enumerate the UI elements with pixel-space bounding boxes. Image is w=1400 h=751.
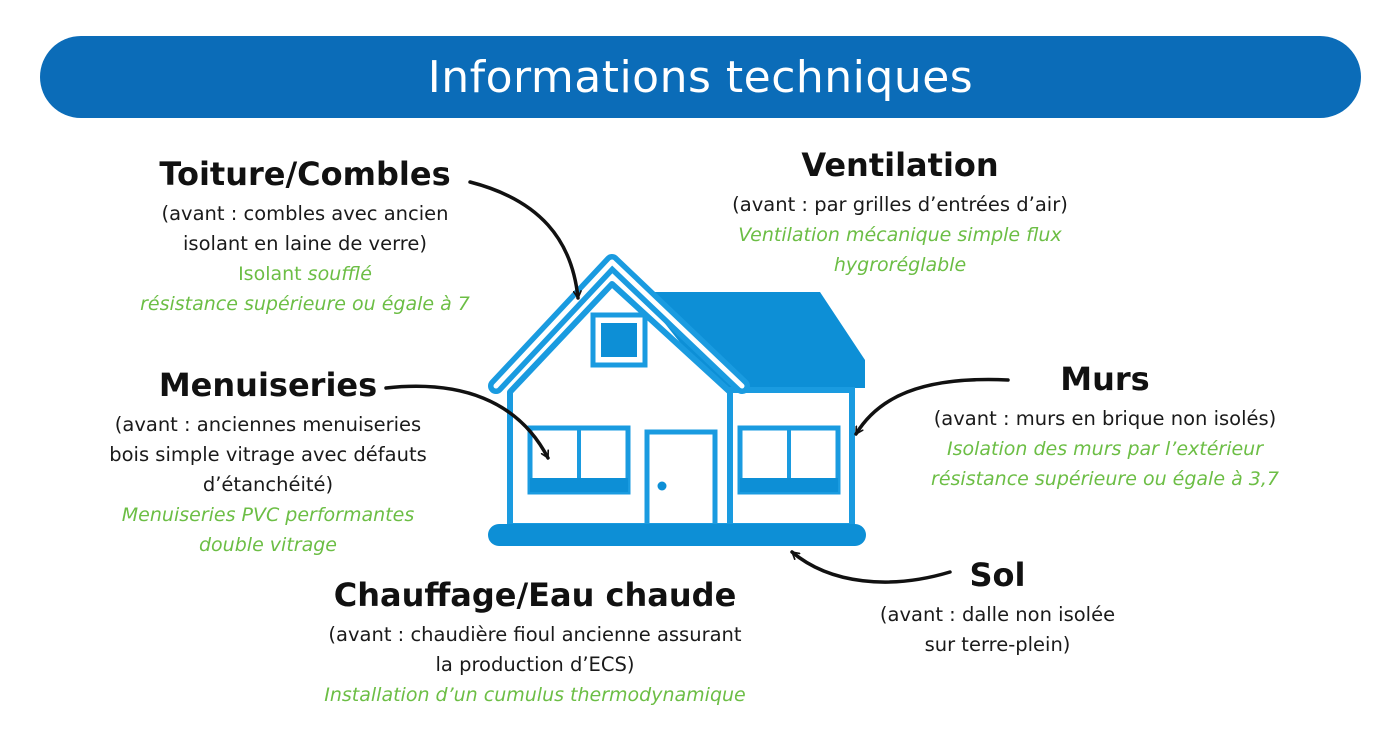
arrow-menuiseries <box>384 384 550 460</box>
page-title: Informations techniques <box>427 51 974 103</box>
murs-before-line-1: (avant : murs en brique non isolés) <box>933 407 1277 430</box>
house-icon <box>488 254 866 546</box>
sol-before-line-2: sur terre-plein) <box>924 633 1071 656</box>
section-menuiseries: Menuiseries (avant : anciennes menuiseri… <box>98 366 438 560</box>
section-toiture: Toiture/Combles (avant : combles avec an… <box>140 155 470 319</box>
menuiseries-before-line-3: d’étanchéité) <box>202 473 334 496</box>
menuiseries-after-line-2: double vitrage <box>199 534 337 556</box>
title-banner: Informations techniques <box>40 36 1361 118</box>
murs-after-line-2: résistance supérieure ou égale à 3,7 <box>931 468 1279 490</box>
chauffage-title: Chauffage/Eau chaude <box>333 576 737 614</box>
ventilation-after-line-2: hygroréglable <box>833 254 967 276</box>
section-chauffage: Chauffage/Eau chaude (avant : chaudière … <box>300 576 770 710</box>
menuiseries-before-line-2: bois simple vitrage avec défauts <box>109 443 427 466</box>
ventilation-before-line-1: (avant : par grilles d’entrées d’air) <box>732 193 1068 216</box>
arrow-toiture <box>468 180 578 300</box>
toiture-before-line-1: (avant : combles avec ancien <box>161 202 449 225</box>
ventilation-after-line-1: Ventilation mécanique simple flux <box>738 224 1062 246</box>
house-main-wall <box>507 281 733 529</box>
murs-title: Murs <box>1060 360 1150 398</box>
sol-before-line-1: (avant : dalle non isolée <box>879 603 1116 626</box>
house-right-roof <box>640 292 865 388</box>
section-ventilation: Ventilation (avant : par grilles d’entré… <box>720 146 1080 280</box>
arrow-murs <box>854 377 1010 436</box>
menuiseries-after-line-1: Menuiseries PVC performantes <box>121 504 415 526</box>
house-left-window <box>527 425 631 495</box>
murs-after-line-1: Isolation des murs par l’extérieur <box>946 438 1264 460</box>
house-right-window <box>737 425 841 495</box>
chauffage-after-line-1: Installation d’un cumulus thermodynamiqu… <box>324 684 746 706</box>
menuiseries-before-line-1: (avant : anciennes menuiseries <box>114 413 422 436</box>
toiture-before-line-2: isolant en laine de verre) <box>183 232 427 255</box>
menuiseries-title: Menuiseries <box>158 366 378 404</box>
toiture-after-line-1: Isolant soufflé <box>238 263 372 285</box>
arrow-sol <box>790 550 952 584</box>
section-sol: Sol (avant : dalle non isolée sur terre-… <box>860 556 1135 660</box>
section-murs: Murs (avant : murs en brique non isolés)… <box>915 360 1295 494</box>
chauffage-before-line-1: (avant : chaudière fioul ancienne assura… <box>328 623 742 646</box>
house-attic-window <box>590 312 648 368</box>
toiture-title: Toiture/Combles <box>159 155 451 193</box>
sol-title: Sol <box>969 556 1026 594</box>
toiture-after-line-2: résistance supérieure ou égale à 7 <box>140 293 470 315</box>
ventilation-title: Ventilation <box>801 146 999 184</box>
chauffage-before-line-2: la production d’ECS) <box>435 653 635 676</box>
house-ground-slab <box>488 524 866 546</box>
